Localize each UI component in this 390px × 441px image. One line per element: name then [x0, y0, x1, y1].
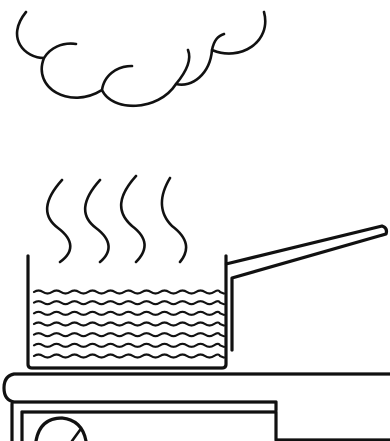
steam-wisp: [121, 176, 144, 262]
water-wave-line: [34, 301, 224, 304]
stove-top: [4, 374, 390, 410]
pot-handle: [226, 226, 387, 350]
cloud-inner-scallop: [44, 44, 76, 58]
steam-wisp: [47, 180, 70, 262]
water-wave-line: [34, 333, 224, 336]
steam-wisp: [162, 178, 186, 262]
water: [34, 291, 224, 358]
water-wave-line: [34, 323, 224, 326]
cloud-outline: [17, 12, 265, 106]
water-wave-line: [34, 312, 224, 315]
steam: [47, 176, 186, 262]
stove: [4, 374, 390, 441]
cloud: [17, 12, 265, 106]
cloud-inner-scallop: [212, 34, 224, 50]
steam-wisp: [85, 180, 108, 262]
water-wave-line: [34, 344, 224, 347]
water-wave-line: [34, 291, 224, 294]
cloud-inner-scallop: [102, 66, 132, 90]
cloud-inner-scallop: [176, 50, 189, 84]
stove-knob: [36, 418, 86, 441]
stove-knob-pointer: [72, 430, 80, 441]
water-wave-line: [34, 355, 224, 358]
